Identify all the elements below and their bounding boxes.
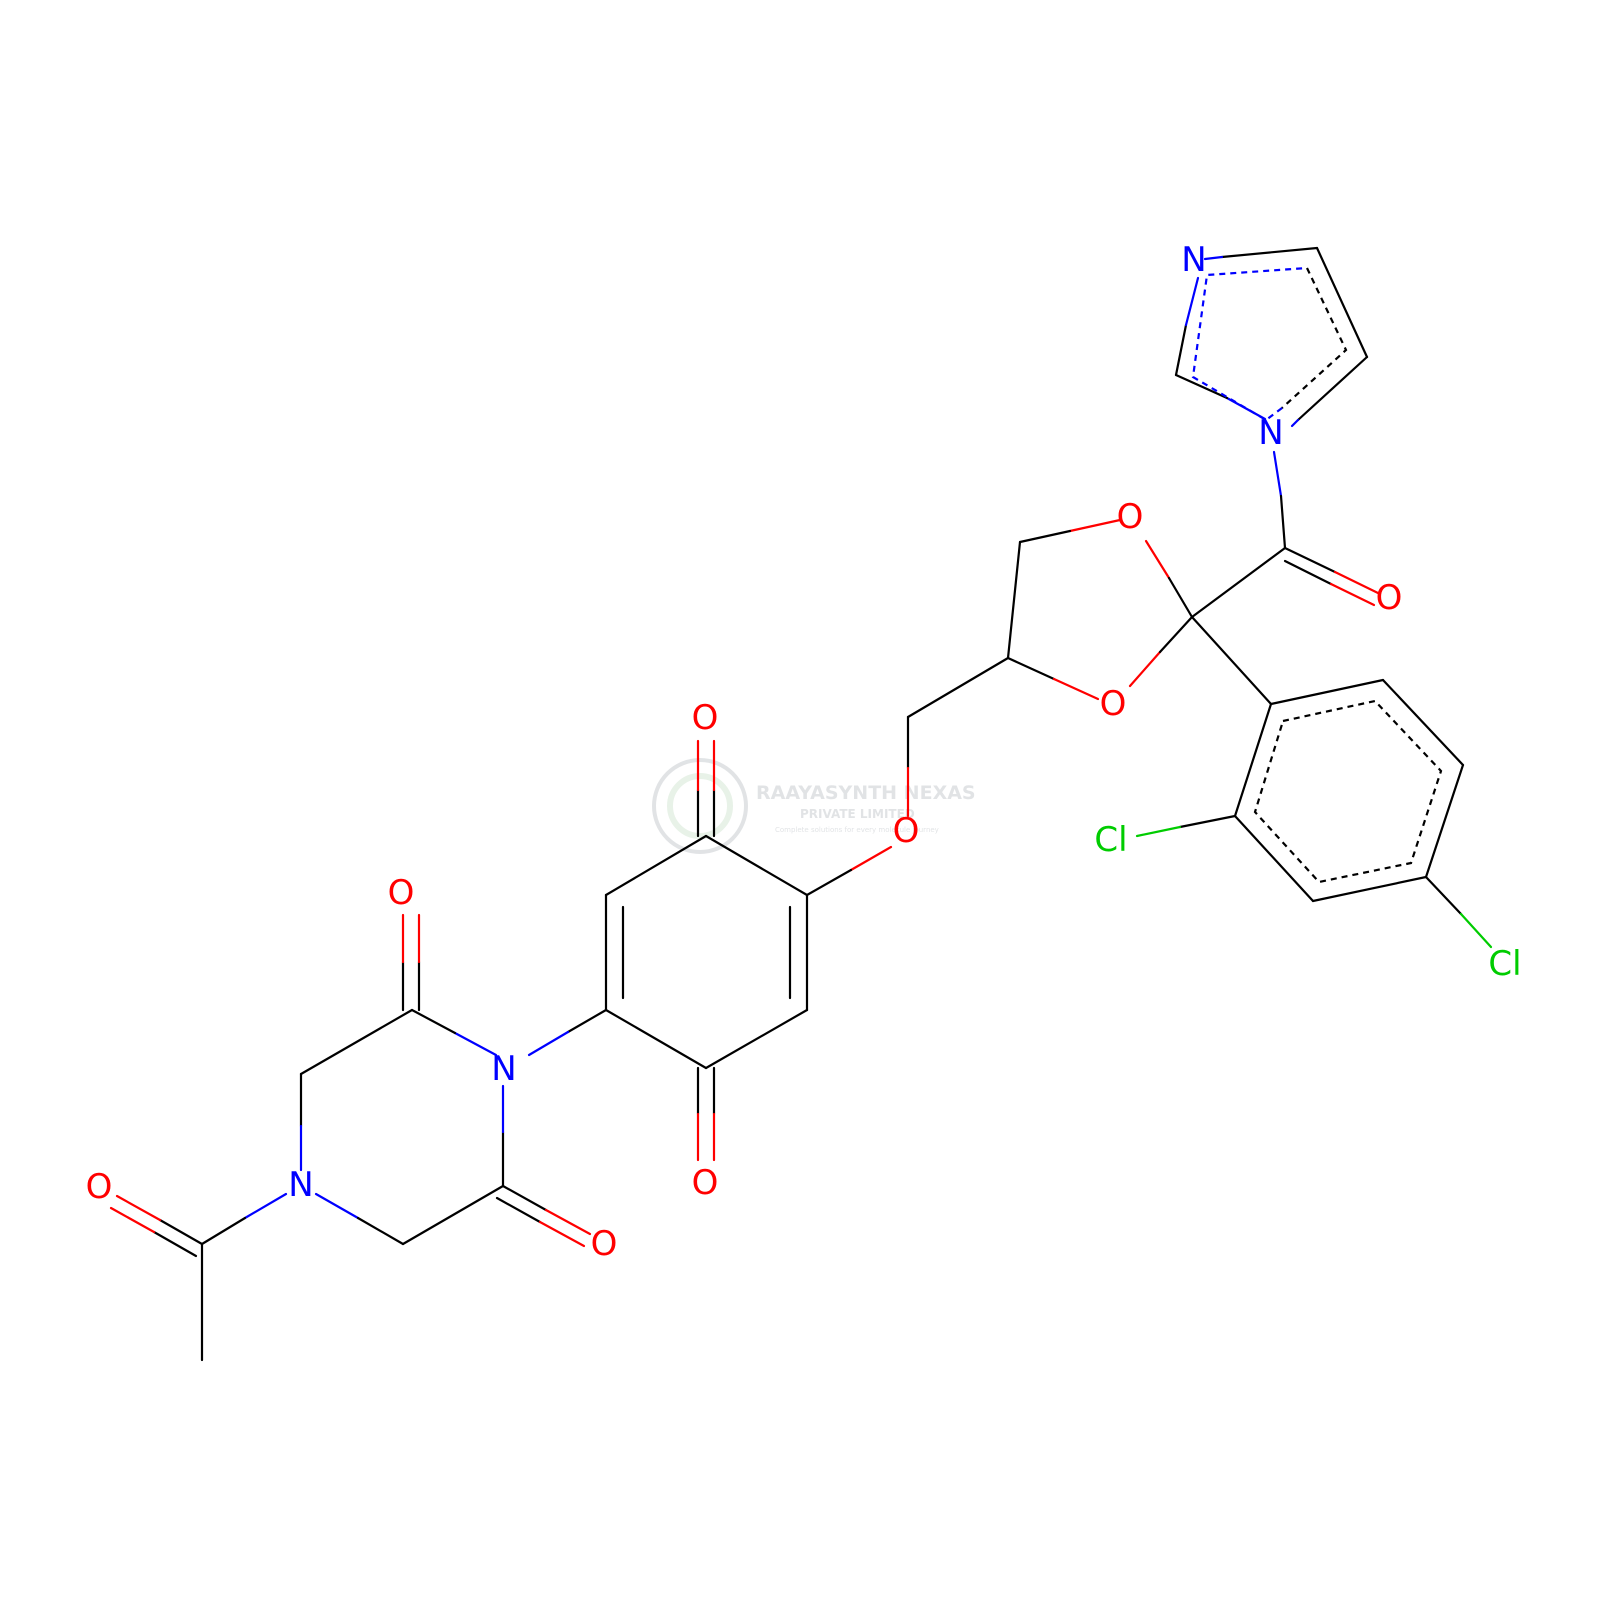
atom-O-quinone-bottom: O (692, 1163, 719, 1203)
atom-O-ether: O (893, 811, 920, 851)
watermark-company: RAAYASYNTH NEXAS (756, 782, 976, 804)
atom-O-ketone-imidazole: O (1376, 578, 1403, 618)
atom-N-imide: N (491, 1049, 516, 1089)
bond-Npip-CH2b-n (314, 1192, 360, 1220)
atom-labels: N N O O O Cl Cl O O O N O O N O (86, 240, 1522, 1264)
bond-ar-2-3 (1381, 678, 1465, 767)
bond-ar-3-4 (1424, 763, 1465, 879)
atom-N-piperazine: N (288, 1165, 313, 1205)
bond-ketone-CO-1 (1283, 546, 1337, 574)
bond-Ctop-CH2 (299, 1008, 414, 1076)
atom-O-acetyl: O (86, 1167, 113, 1207)
bond-ar-Cl-para-cl (1459, 912, 1493, 949)
bond-Nimide-Ctop-n (453, 1031, 498, 1057)
bond-CH2b-Cbottom (401, 1184, 505, 1246)
bond-CH-CH2ether (906, 656, 1010, 719)
atom-O-dioxolane-top: O (1117, 497, 1144, 537)
bond-CH-Obottom-o (1052, 677, 1100, 701)
bonds (109, 246, 1493, 1362)
bond-ketone-CO-2 (1283, 559, 1333, 586)
bond-Obottom-Cquat (1158, 615, 1194, 654)
bond-Npip-Cacetyl (200, 1216, 247, 1246)
bond-imid-C5-N1-n (1184, 276, 1200, 327)
bond-q-right-bottom (704, 1008, 809, 1070)
bond-ar-4-5 (1311, 875, 1428, 903)
bond-imid-C5-N1 (1174, 323, 1188, 377)
bond-Npip-CH2b (356, 1216, 405, 1246)
atom-O-dioxolane-bottom: O (1100, 684, 1127, 724)
bond-imid-C3-N4 (1296, 355, 1369, 422)
bond-imid-C3-N4-n (1290, 418, 1300, 428)
bond-imide-CO-bottom-1 (501, 1184, 548, 1212)
bond-Obottom-Cquat-o (1128, 650, 1162, 688)
bond-imide-CO-bottom-2 (495, 1196, 542, 1224)
bond-acetyl-CO-2 (152, 1230, 198, 1258)
bond-Nimide-Ctop (410, 1008, 457, 1035)
atom-Cl-para: Cl (1488, 944, 1521, 984)
atom-N-imidazole-top: N (1181, 240, 1206, 280)
bond-ketone-CO-1-o (1333, 570, 1382, 596)
bond-imid-N4-C5-c (1174, 373, 1229, 400)
bond-CH2-CH (1006, 540, 1022, 660)
bond-Cquat-aryl (1190, 615, 1273, 706)
bond-imid-N1-C2-n (1203, 255, 1224, 261)
bond-ar-Cl-para (1424, 875, 1463, 916)
aromatic-imidazole-dashed-n (1191, 266, 1308, 422)
bond-acetyl-CO-1 (158, 1218, 204, 1246)
bond-ar-Cl-ortho (1178, 814, 1237, 829)
bond-q-Nimide-n (527, 1030, 570, 1057)
bond-Cquat-Otop-o (1144, 539, 1171, 580)
aromatic-phenyl-dashed (1253, 699, 1443, 884)
bond-ar-6-1 (1233, 702, 1273, 818)
bond-Oether-quinone (805, 868, 853, 897)
bond-Cquat-Otop (1167, 576, 1194, 619)
atom-O-imide-bottom: O (591, 1224, 618, 1264)
watermark-logo-inner-icon (667, 773, 733, 839)
bond-q-Nimide (566, 1008, 608, 1034)
bond-Npip-Cacetyl-n (243, 1192, 288, 1220)
bond-imid-C2-C3 (1315, 246, 1369, 359)
bond-imide-CO-bottom-2-o (538, 1220, 586, 1248)
atom-O-quinone-top: O (692, 698, 719, 738)
bond-imide-CO-bottom-1-o (544, 1208, 592, 1236)
bond-Otop-CH2 (1018, 529, 1072, 544)
bond-ar-5-6 (1233, 814, 1315, 903)
bond-Otop-CH2-o (1068, 518, 1122, 533)
bond-Oether-quinone-o (849, 845, 893, 872)
watermark-logo-icon (652, 758, 748, 854)
bond-q-top-right (704, 834, 809, 897)
bond-CH-Obottom (1006, 656, 1056, 681)
bond-acetyl-CO-1-o (115, 1194, 162, 1222)
atom-O-imide-top: O (388, 873, 415, 913)
atom-N-imidazole-ring: N (1258, 413, 1283, 453)
bond-q-bottom-left (604, 1008, 708, 1070)
bond-imid-N1-C2 (1220, 246, 1319, 259)
bond-ar-1-2 (1269, 678, 1385, 706)
aromatic-imidazole-dashed (1281, 267, 1348, 409)
bond-ketone-CO-2-o (1329, 582, 1376, 607)
bond-Nimid-Cketone (1279, 494, 1287, 550)
watermark-subtitle: PRIVATE LIMITED (800, 807, 915, 821)
bond-q-left-top (604, 834, 708, 897)
bond-ar-Cl-ortho-cl (1135, 825, 1182, 838)
bond-Cketone-Cquat (1190, 546, 1287, 619)
atom-Cl-ortho: Cl (1094, 820, 1127, 860)
watermark: RAAYASYNTH NEXAS PRIVATE LIMITED Complet… (652, 758, 976, 854)
bond-acetyl-CO-2-o (109, 1206, 156, 1234)
watermark-tagline: Complete solutions for every molecule jo… (775, 826, 939, 834)
bond-Nimid-Cketone-n (1272, 450, 1283, 498)
